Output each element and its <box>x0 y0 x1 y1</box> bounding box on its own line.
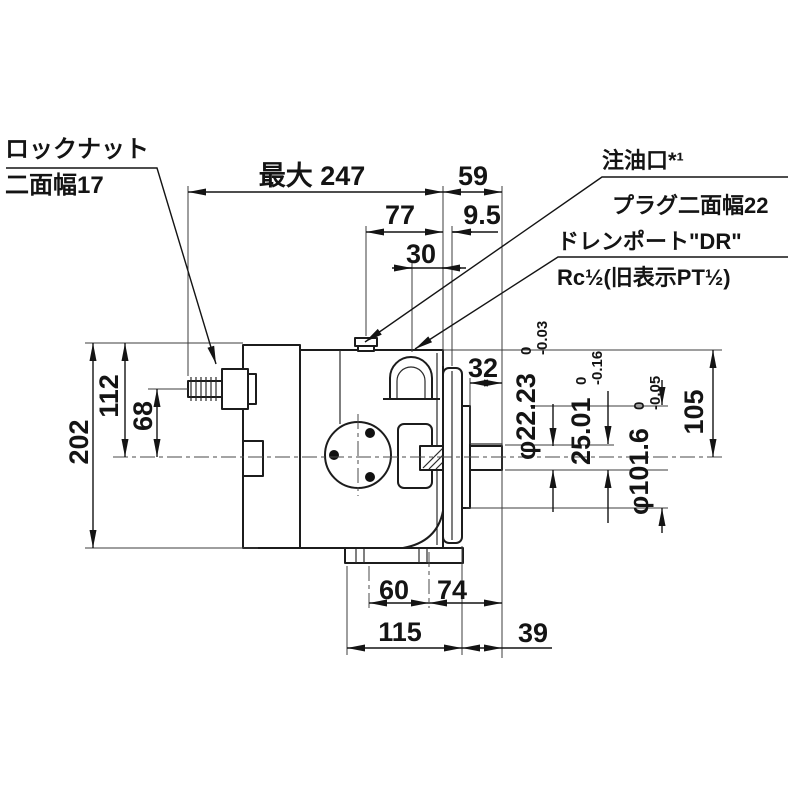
dim-59: 59 <box>458 161 488 191</box>
adjust-screw-rod <box>187 380 223 398</box>
dim-key-height: 25.01 0 -0.16 <box>566 351 606 465</box>
dim-60: 60 <box>379 575 409 605</box>
drain-label-line1: ドレンポート"DR" <box>557 229 742 254</box>
drain-label-line2: Rc½(旧表示PT½) <box>557 265 731 290</box>
dim-68: 68 <box>128 401 158 431</box>
drain-leader <box>414 256 788 350</box>
dim-pilot-dia-tol-top: 0 <box>631 402 648 410</box>
leader-lines <box>6 167 788 365</box>
bolt-hole-left <box>329 450 339 460</box>
dim-74: 74 <box>437 575 467 605</box>
dim-key-height-tol-bottom: -0.16 <box>589 351 606 385</box>
dim-77: 77 <box>385 200 415 230</box>
lock-nut-label-line1: ロックナット <box>5 136 149 163</box>
dim-202: 202 <box>64 419 94 464</box>
foot-slots <box>355 549 428 563</box>
lock-nut <box>221 368 249 410</box>
screw-threads <box>190 377 217 401</box>
dim-112: 112 <box>94 374 124 418</box>
lock-nut-leader <box>6 167 217 365</box>
rear-port-boss <box>242 440 264 477</box>
dim-key-height-tol-top: 0 <box>573 377 590 385</box>
dim-115: 115 <box>378 617 422 647</box>
dim-9-5: 9.5 <box>463 200 501 230</box>
dim-shaft-dia-tol-top: 0 <box>518 347 535 355</box>
dim-max-width: 最大 247 <box>259 161 366 191</box>
dimension-lines <box>89 188 717 652</box>
dim-pilot-dia-tol-bottom: -0.05 <box>647 376 664 410</box>
dim-pilot-dia: φ101.6 0 -0.05 <box>624 376 664 515</box>
dim-shaft-dia-tol-bottom: -0.03 <box>534 321 551 355</box>
mounting-foot <box>344 547 464 564</box>
oil-fill-leader <box>364 176 788 343</box>
bolt-hole-bottom <box>365 472 375 482</box>
oil-fill-label-line1: 注油口*¹ <box>602 148 684 173</box>
shaft <box>469 445 503 471</box>
dim-pilot-dia-value: φ101.6 <box>624 428 654 515</box>
dim-32: 32 <box>468 353 498 383</box>
oil-fill-label-line2: プラグ二面幅22 <box>612 193 768 218</box>
dim-105: 105 <box>679 389 709 434</box>
dim-shaft-dia-value: φ22.23 <box>511 373 541 460</box>
drain-dome-outer <box>389 356 433 399</box>
oil-fill-plug-base <box>357 345 375 352</box>
pump-body <box>187 337 503 564</box>
dim-shaft-dia: φ22.23 0 -0.03 <box>511 321 551 460</box>
bolt-hole-top <box>365 428 375 438</box>
dim-30: 30 <box>406 239 436 269</box>
lock-nut-label-line2: 二面幅17 <box>5 172 104 199</box>
dim-39: 39 <box>518 618 548 648</box>
lock-nut-washer <box>247 373 257 405</box>
drain-dome-inner <box>396 366 426 399</box>
casting-curve <box>402 510 444 549</box>
dim-key-height-value: 25.01 <box>566 397 596 465</box>
